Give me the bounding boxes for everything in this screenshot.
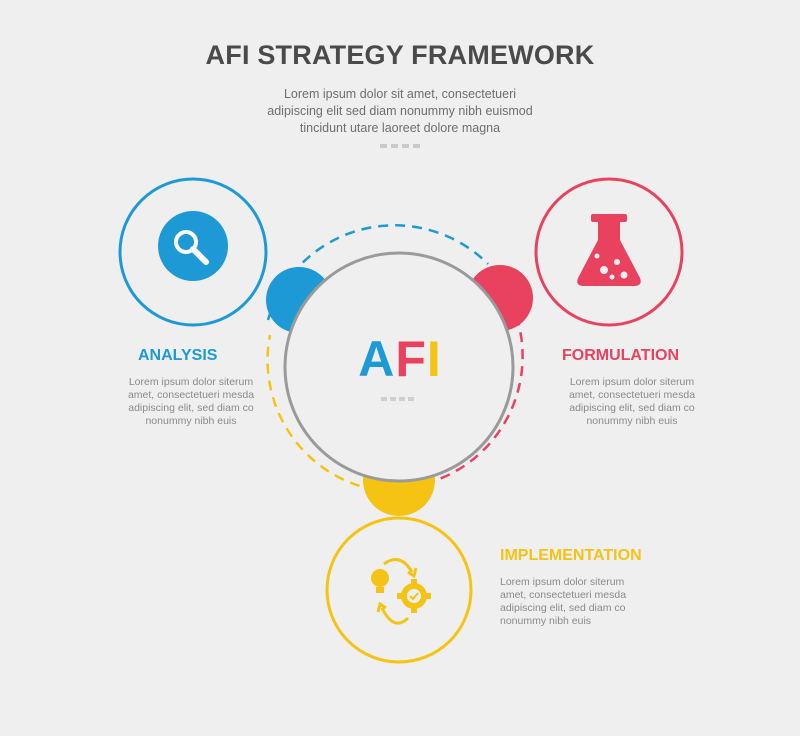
center-letter-f: F — [395, 331, 427, 387]
description-line: nonummy nibh euis — [586, 415, 678, 427]
subtitle-line: tincidunt utare laoreet dolore magna — [299, 121, 501, 135]
center-letter-i: I — [426, 331, 442, 387]
subtitle-line: Lorem ipsum dolor sit amet, consectetuer… — [283, 87, 517, 101]
description-line: Lorem ipsum dolor siterum — [569, 376, 695, 388]
page-title: AFI STRATEGY FRAMEWORK — [205, 40, 595, 70]
center-circle — [283, 251, 515, 483]
description-line: nonummy nibh euis — [500, 615, 592, 627]
implementation-label: IMPLEMENTATION — [500, 547, 642, 564]
flask-icon — [577, 214, 641, 286]
description-line: amet, consectetueri mesda — [568, 389, 696, 401]
search-icon — [158, 211, 228, 281]
description-line: adipiscing elit, sed diam co — [500, 602, 626, 614]
center-divider-dots — [381, 397, 414, 401]
center-letter-a: A — [358, 331, 396, 387]
description-line: adipiscing elit, sed diam co — [128, 402, 254, 414]
description-line: amet, consectetueri mesda — [127, 389, 255, 401]
implementation-description: Lorem ipsum dolor siterum amet, consecte… — [500, 576, 650, 628]
analysis-label: ANALYSIS — [138, 347, 218, 364]
title-divider-dots — [380, 144, 420, 148]
page-subtitle: Lorem ipsum dolor sit amet, consectetuer… — [220, 86, 580, 137]
center-acronym: AFI — [300, 330, 500, 388]
description-line: amet, consectetueri mesda — [500, 589, 627, 601]
analysis-description: Lorem ipsum dolor siterum amet, consecte… — [116, 376, 266, 428]
description-line: Lorem ipsum dolor siterum — [500, 576, 625, 588]
formulation-label: FORMULATION — [562, 347, 680, 364]
description-line: nonummy nibh euis — [145, 415, 237, 427]
idea-gear-cycle-icon — [371, 558, 431, 625]
subtitle-line: adipiscing elit sed diam nonummy nibh eu… — [267, 104, 533, 118]
description-line: adipiscing elit, sed diam co — [569, 402, 695, 414]
orbit-dash-yellow — [266, 334, 377, 492]
formulation-description: Lorem ipsum dolor siterum amet, consecte… — [557, 376, 707, 428]
implementation-ring — [325, 516, 473, 664]
description-line: Lorem ipsum dolor siterum — [128, 376, 254, 388]
